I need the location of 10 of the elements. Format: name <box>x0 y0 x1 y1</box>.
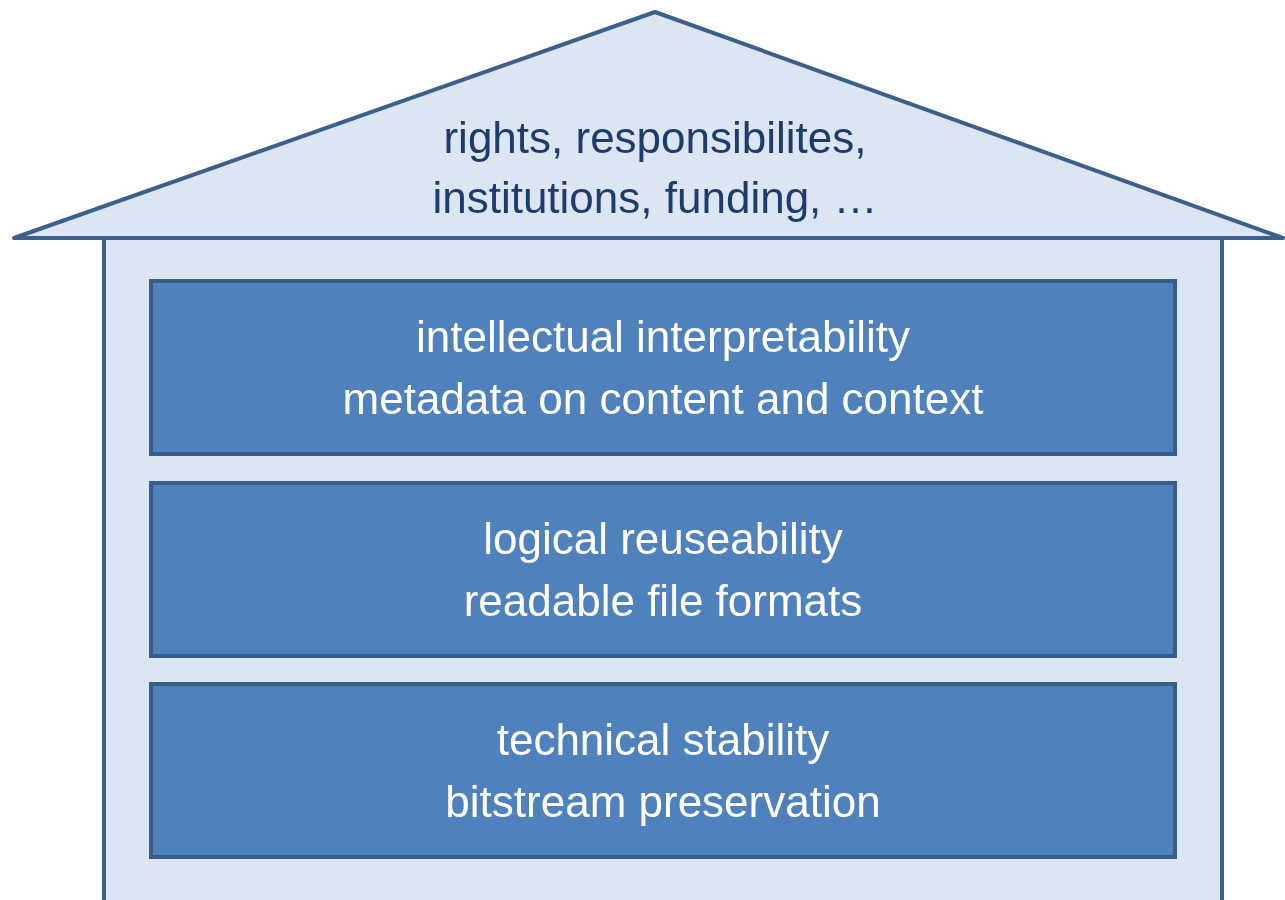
layer-text: readable file formats <box>463 574 863 627</box>
layer-text: technical stability <box>496 713 830 766</box>
roof-text: rights, responsibilites, institutions, funding, … <box>431 112 879 224</box>
layer-box <box>149 279 1177 456</box>
layer-box <box>149 682 1177 859</box>
layer-text: logical reuseability <box>483 512 843 565</box>
layer-text: intellectual interpretability <box>415 310 910 363</box>
layer-text: metadata on content and context <box>342 372 984 425</box>
layer-text: bitstream preservation <box>445 775 881 828</box>
layer-box <box>149 481 1177 658</box>
